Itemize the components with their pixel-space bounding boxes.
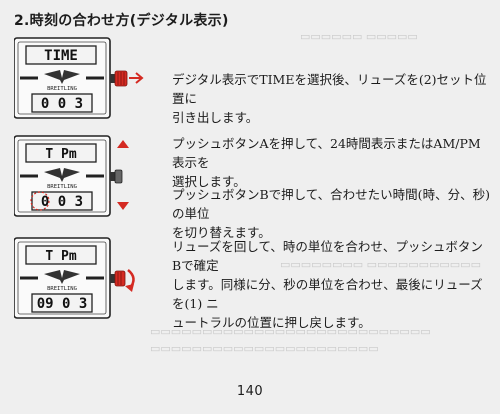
text-line: を切り替えます。 bbox=[172, 225, 271, 240]
step2-text: プッシュボタンAを押して、24時間表示またはAM/PM表示を 選択します。 bbox=[172, 134, 492, 191]
text-line: リューズを回して、時の単位を合わせ、プッシュボタンBで確定 bbox=[172, 239, 483, 273]
text-line: します。同様に分、秒の単位を合わせ、最後にリューズを(1) ニ bbox=[172, 277, 483, 311]
text-line: プッシュボタンBで押して、合わせたい時間(時、分、秒)の単位 bbox=[172, 187, 490, 221]
lcd-bottom-text: 0 0 3 bbox=[41, 96, 83, 112]
brand-logo: BREITLING bbox=[47, 286, 77, 292]
crown-icon bbox=[114, 270, 126, 287]
crown-icon bbox=[114, 169, 123, 184]
step3-text: リューズを回して、時の単位を合わせ、プッシュボタンBで確定 します。同様に分、秒… bbox=[172, 237, 492, 332]
lcd-bottom bbox=[31, 93, 93, 113]
text-line: デジタル表示でTIMEを選択後、リューズを(2)セット位置に bbox=[172, 72, 487, 106]
bleed-through-text: ▭▭▭▭▭▭ ▭▭▭▭▭ bbox=[300, 30, 418, 43]
lcd-bottom-text: 0 0 3 bbox=[41, 194, 83, 210]
lcd-top bbox=[25, 45, 97, 65]
text-line: プッシュボタンAを押して、24時間表示またはAM/PM表示を bbox=[172, 136, 481, 170]
pull-arrow-icon bbox=[129, 72, 144, 84]
brand-logo: BREITLING bbox=[47, 184, 77, 190]
crown-icon bbox=[114, 70, 128, 87]
text-line: ュートラルの位置に押し戻します。 bbox=[172, 315, 371, 330]
lcd-top bbox=[25, 143, 97, 163]
page-number: 140 bbox=[236, 384, 264, 399]
watch-figure-2: T Pm BREITLING 0 0 3 bbox=[14, 135, 129, 217]
section-heading: 2.時刻の合わせ方(デジタル表示) bbox=[14, 13, 229, 29]
lcd-top-text: T Pm bbox=[45, 147, 76, 162]
lcd-top-text: TIME bbox=[44, 48, 78, 64]
lcd-bottom-text: 09 0 3 bbox=[37, 296, 88, 312]
brand-logo: BREITLING bbox=[47, 86, 77, 92]
lcd-top bbox=[25, 245, 97, 265]
lcd-bottom bbox=[31, 191, 93, 211]
pusher-a-arrow-icon bbox=[117, 140, 129, 148]
watch-figure-3: T Pm BREITLING 09 0 3 bbox=[14, 237, 135, 319]
bleed-through-text: ▭▭▭▭▭▭▭▭▭▭▭▭▭▭▭▭▭▭▭▭▭▭ bbox=[150, 342, 379, 355]
flash-indicator-icon bbox=[30, 191, 50, 211]
step1-text: デジタル表示でTIMEを選択後、リューズを(2)セット位置に 引き出します。 bbox=[172, 70, 492, 127]
watch-figure-1: TIME BREITLING 0 0 3 bbox=[14, 37, 144, 119]
text-line: 選択します。 bbox=[172, 174, 246, 189]
lcd-bottom bbox=[31, 293, 93, 313]
text-line: 引き出します。 bbox=[172, 110, 259, 125]
lcd-top-text: T Pm bbox=[45, 249, 76, 264]
step2b-text: プッシュボタンBで押して、合わせたい時間(時、分、秒)の単位 を切り替えます。 bbox=[172, 185, 492, 242]
pusher-b-arrow-icon bbox=[117, 202, 129, 210]
